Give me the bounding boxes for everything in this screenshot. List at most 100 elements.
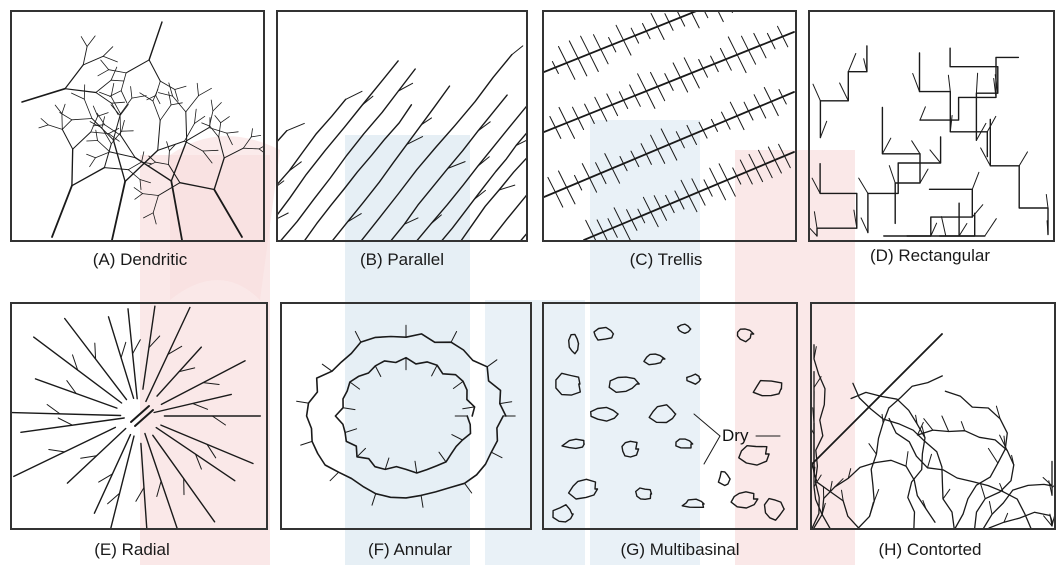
tributary bbox=[775, 160, 782, 173]
tributary bbox=[605, 154, 612, 169]
tributary bbox=[555, 128, 560, 139]
tributary bbox=[616, 25, 623, 40]
tributary bbox=[287, 123, 305, 130]
tributary bbox=[972, 205, 983, 217]
tributary bbox=[699, 192, 706, 205]
tributary bbox=[759, 150, 766, 164]
stream-segment bbox=[148, 162, 156, 166]
stream-segment bbox=[121, 91, 127, 103]
tributary bbox=[567, 63, 575, 79]
stream-segment bbox=[121, 135, 136, 157]
stream-segment bbox=[214, 190, 242, 238]
tributary bbox=[692, 13, 700, 28]
tributary bbox=[594, 236, 602, 240]
basin-outline bbox=[562, 439, 584, 448]
tributary bbox=[612, 45, 616, 52]
basin-outline bbox=[556, 373, 580, 395]
tributary bbox=[669, 82, 673, 90]
stream-segment bbox=[98, 70, 109, 76]
parallel-stream bbox=[278, 131, 287, 240]
basin-outline bbox=[569, 479, 598, 499]
tributary bbox=[726, 121, 730, 130]
tributary bbox=[783, 97, 787, 104]
tributary bbox=[212, 416, 225, 425]
stream-segment bbox=[140, 93, 153, 101]
basin-outline bbox=[739, 446, 769, 465]
basin-outline bbox=[644, 354, 665, 365]
caption-rectangular: (D) Rectangular bbox=[850, 246, 1010, 266]
tributary bbox=[451, 332, 457, 343]
tributary bbox=[684, 58, 692, 73]
stream-segment bbox=[158, 120, 161, 150]
tributary bbox=[924, 419, 933, 430]
tributary bbox=[487, 360, 497, 367]
tributary bbox=[559, 107, 567, 123]
tributary bbox=[609, 38, 613, 45]
stream-segment bbox=[111, 67, 117, 80]
tributary bbox=[432, 365, 438, 376]
stream-segment bbox=[65, 65, 83, 89]
stream-segment bbox=[156, 96, 160, 104]
rectangular-drainage-drawing bbox=[810, 12, 1053, 240]
stream-segment bbox=[72, 168, 105, 186]
stream-segment bbox=[149, 156, 156, 162]
tributary bbox=[421, 495, 423, 507]
basin-outline bbox=[731, 492, 758, 508]
stream-segment bbox=[111, 80, 124, 81]
stream-segment bbox=[121, 73, 126, 91]
tributary bbox=[651, 72, 658, 86]
tributary bbox=[646, 154, 651, 164]
stream-segment bbox=[243, 137, 251, 148]
stream-segment bbox=[122, 120, 125, 131]
tributary bbox=[661, 129, 669, 145]
basin-outline bbox=[594, 327, 614, 340]
tributary bbox=[465, 483, 472, 493]
tributary bbox=[624, 100, 628, 108]
tributary bbox=[928, 454, 932, 468]
stream-segment bbox=[93, 106, 97, 116]
stream-segment bbox=[120, 116, 121, 136]
stream-segment bbox=[63, 120, 72, 129]
stream-segment bbox=[135, 194, 143, 200]
tributary bbox=[680, 78, 687, 93]
tributary bbox=[157, 481, 161, 496]
tributary bbox=[350, 382, 360, 389]
basin-outline bbox=[753, 381, 781, 396]
tributary bbox=[812, 178, 820, 193]
stream-segment bbox=[180, 183, 214, 190]
stream-segment bbox=[22, 89, 65, 102]
stream-segment bbox=[187, 128, 209, 141]
stream-segment bbox=[83, 47, 87, 65]
stream-segment bbox=[134, 188, 143, 194]
tributary bbox=[651, 135, 658, 149]
tributary bbox=[730, 102, 737, 116]
tributary bbox=[567, 123, 575, 138]
tributary bbox=[619, 92, 623, 100]
tributary bbox=[630, 85, 635, 96]
caption-multibasinal: (G) Multibasinal bbox=[600, 540, 760, 560]
tributary bbox=[771, 41, 775, 49]
tributary bbox=[942, 416, 949, 432]
stream-segment bbox=[65, 89, 96, 93]
tributary bbox=[749, 50, 756, 64]
tributary bbox=[948, 75, 950, 91]
radial-stream bbox=[105, 436, 134, 528]
tributary bbox=[742, 36, 749, 50]
stream-segment bbox=[203, 151, 212, 163]
tributary bbox=[355, 331, 361, 342]
tributary bbox=[357, 448, 366, 456]
tributary bbox=[95, 343, 96, 359]
tributary bbox=[665, 14, 669, 22]
tributary bbox=[737, 176, 741, 184]
tributary bbox=[689, 196, 697, 212]
tributary bbox=[987, 116, 996, 131]
tributary bbox=[603, 232, 609, 240]
tributary bbox=[512, 46, 523, 55]
stream-segment bbox=[132, 96, 146, 99]
tributary bbox=[810, 224, 817, 236]
stream-segment bbox=[98, 141, 110, 152]
basin-outline bbox=[765, 499, 785, 521]
stream-segment bbox=[103, 47, 113, 57]
tributary bbox=[58, 418, 72, 425]
stream-segment bbox=[185, 141, 203, 151]
